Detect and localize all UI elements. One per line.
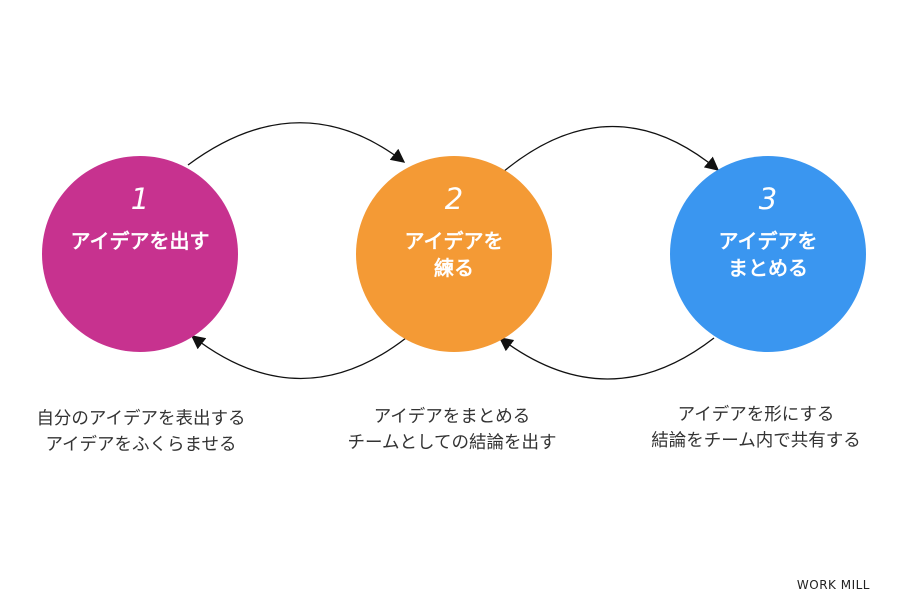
step-2-circle: 2 アイデアを 練る [356,156,552,352]
step-1-title-line: アイデアを出す [70,229,210,253]
step-2-title-line: アイデアを [404,229,504,253]
step-2-number: 2 [444,182,464,216]
step-1-circle: 1 アイデアを出す [42,156,238,352]
step-3-title: アイデアを まとめる [683,228,853,282]
step-2-title-line: 練る [434,256,474,280]
step-1-title: アイデアを出す [55,228,225,255]
brand-logo-text: WORK MILL [796,578,870,592]
step-1-description-line: 自分のアイデアを表出する [36,409,246,429]
step-3-circle: 3 アイデアを まとめる [670,156,866,352]
step-1-number: 1 [130,182,150,216]
step-3-description-line: アイデアを形にする [677,405,835,425]
step-3-title-line: まとめる [728,256,808,280]
arrow-step2-to-step1 [190,335,407,380]
step-1-description: 自分のアイデアを表出する アイデアをふくらませる [0,406,286,458]
step-3-number: 3 [758,182,778,216]
arrow-step1-to-step2 [187,122,406,166]
step-2-title: アイデアを 練る [369,228,539,282]
step-2-description: アイデアをまとめる チームとしての結論を出す [307,404,597,456]
arrow-step2-to-step3 [502,125,720,173]
step-3-title-line: アイデアを [718,229,818,253]
arrow-step3-to-step2 [498,337,715,380]
step-3-description: アイデアを形にする 結論をチーム内で共有する [611,402,900,454]
step-1-description-line: アイデアをふくらませる [45,435,237,455]
step-3-description-line: 結論をチーム内で共有する [651,431,861,451]
step-2-description-line: アイデアをまとめる [373,407,531,427]
step-2-description-line: チームとしての結論を出す [347,433,557,453]
